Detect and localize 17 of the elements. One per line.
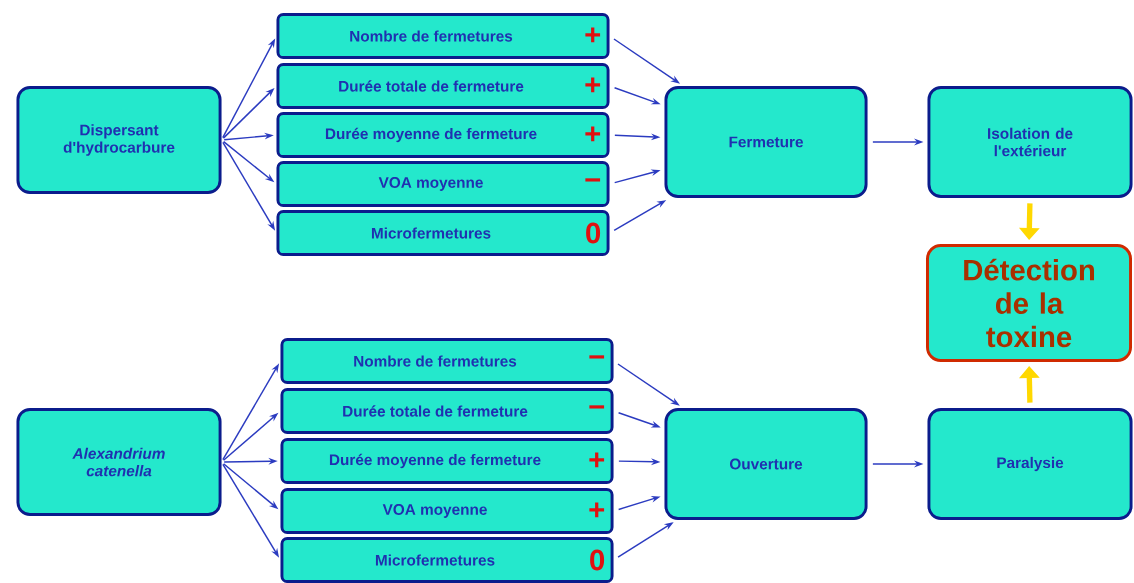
effect-sign: − — [589, 405, 605, 409]
effect-sign: − — [589, 355, 605, 359]
effect-sign: + — [589, 452, 605, 468]
process-box: Alexandrium catenella — [16, 408, 222, 516]
effect-sign: + — [585, 77, 601, 93]
effect-sign: + — [585, 126, 601, 142]
effect-sign: 0 — [590, 549, 605, 571]
process-box: Fermeture — [664, 86, 868, 198]
effect-sign: + — [585, 27, 601, 43]
process-box: Dispersant d'hydrocarbure — [16, 86, 222, 194]
effect-sign: − — [585, 178, 601, 182]
process-box: Paralysie — [927, 408, 1133, 520]
process-box: Ouverture — [664, 408, 868, 520]
result-box: Détection de la toxine — [926, 244, 1132, 362]
process-box: Isolation de l'extérieur — [927, 86, 1133, 198]
effect-sign: + — [589, 502, 605, 518]
effect-sign: 0 — [586, 222, 601, 244]
